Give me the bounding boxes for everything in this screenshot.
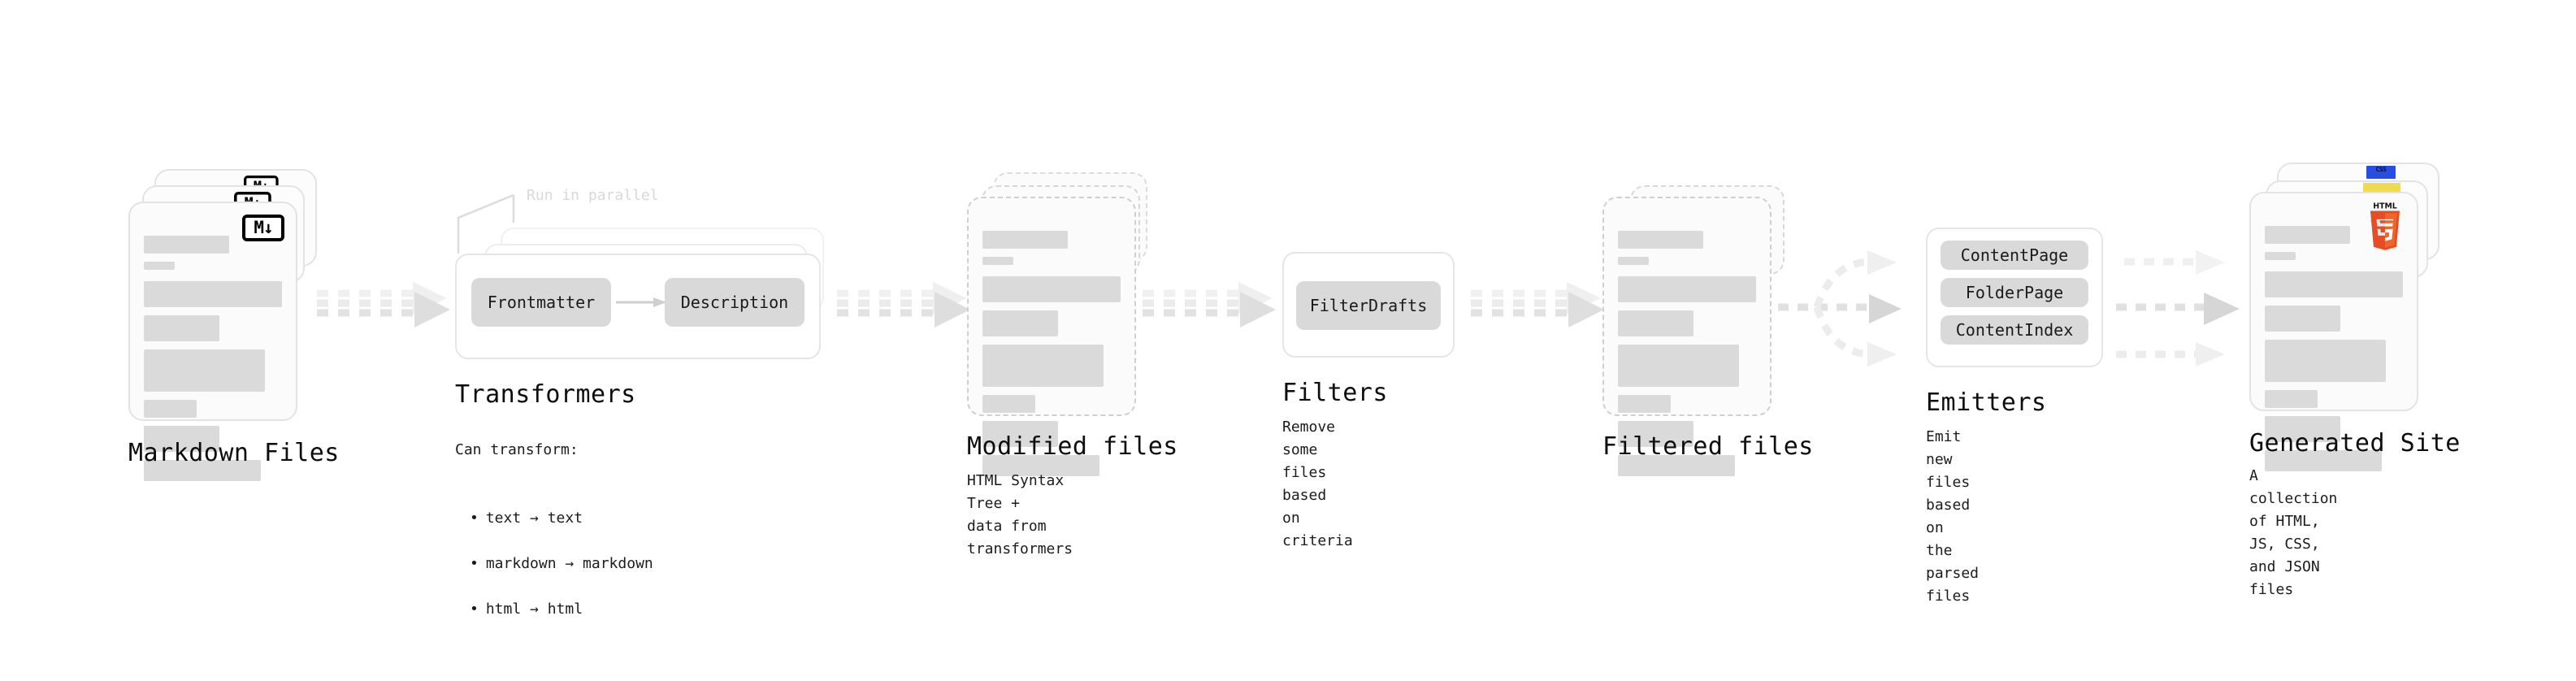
doc-placeholder-lines <box>2265 226 2403 471</box>
doc-line-2 <box>1618 257 1649 265</box>
doc-line-8 <box>2265 450 2383 471</box>
emitters-title: Emitters <box>1926 388 2047 417</box>
arrow-modified-to-filters <box>1143 280 1281 337</box>
markdown-icon: M↓ <box>242 215 284 241</box>
doc-line-7 <box>982 421 1059 447</box>
modified-files-caption: HTML Syntax Tree + data from transformer… <box>967 472 1073 557</box>
filtered-doc-front <box>1602 197 1772 476</box>
pill-filterdrafts[interactable]: FilterDrafts <box>1296 281 1441 330</box>
doc-line-1 <box>2265 226 2351 244</box>
markdown-files-title: Markdown Files <box>128 439 340 467</box>
arrow-filters-to-filtered <box>1471 280 1609 337</box>
doc-line-1 <box>144 236 230 254</box>
doc-line-6 <box>982 395 1035 413</box>
doc-line-5 <box>144 349 266 392</box>
emitters-caption: Emit new files based on the parsed files <box>1926 428 1980 605</box>
doc-line-3 <box>144 281 282 307</box>
html5-icon: HTML <box>2365 202 2405 250</box>
doc-line-6 <box>2265 390 2318 408</box>
arrow-markdown-to-transformers <box>317 280 455 337</box>
doc-line-6 <box>144 400 197 418</box>
doc-line-1 <box>1618 231 1704 249</box>
filters-title: Filters <box>1282 379 1388 407</box>
pill-contentindex[interactable]: ContentIndex <box>1941 315 2088 345</box>
transformer-panel-front: Frontmatter Description <box>455 254 821 359</box>
doc-placeholder-lines <box>1618 231 1756 476</box>
markdown-doc-front: M↓ <box>128 202 297 481</box>
arrow-filtered-to-emitters <box>1778 234 1932 380</box>
filters-caption: Remove some files based on criteria <box>1282 419 1353 549</box>
arrow-transformers-to-modified <box>837 280 975 337</box>
run-in-parallel-bracket <box>457 193 546 255</box>
doc-line-7 <box>1618 421 1694 447</box>
doc-line-3 <box>2265 271 2403 297</box>
transform-rule-text: text → text <box>470 507 653 530</box>
doc-line-5 <box>2265 340 2387 382</box>
transform-rule-markdown: markdown → markdown <box>470 553 653 575</box>
doc-placeholder-lines <box>144 236 282 481</box>
doc-line-5 <box>982 345 1104 387</box>
doc-line-4 <box>144 315 220 341</box>
generated-site-caption: A collection of HTML, JS, CSS, and JSON … <box>2249 467 2338 598</box>
transform-rule-html: html → html <box>470 598 653 621</box>
filters-box: FilterDrafts <box>1282 252 1455 358</box>
doc-line-8 <box>144 460 262 481</box>
transformers-caption-list: text → text markdown → markdown html → h… <box>455 484 653 644</box>
transformers-caption: Can transform: text → text markdown → ma… <box>455 416 653 666</box>
modified-doc-front <box>967 197 1136 476</box>
transformers-title: Transformers <box>455 380 636 409</box>
doc-line-4 <box>982 310 1059 336</box>
run-in-parallel-label: Run in parallel <box>527 187 659 204</box>
doc-line-7 <box>2265 416 2341 442</box>
emitters-box: ContentPage FolderPage ContentIndex <box>1926 228 2103 367</box>
doc-line-6 <box>1618 395 1671 413</box>
doc-line-5 <box>1618 345 1740 387</box>
doc-line-2 <box>2265 252 2296 260</box>
doc-line-4 <box>1618 310 1694 336</box>
transformers-caption-lead: Can transform: <box>455 441 579 458</box>
doc-placeholder-lines <box>982 231 1121 476</box>
doc-line-7 <box>144 426 220 452</box>
css-icon-label: CSS <box>2375 166 2387 173</box>
pill-contentpage[interactable]: ContentPage <box>1941 241 2088 270</box>
modified-files-title: Modified files <box>967 432 1178 461</box>
css-icon: CSS <box>2366 166 2396 179</box>
pill-folderpage[interactable]: FolderPage <box>1941 278 2088 307</box>
doc-line-3 <box>982 276 1121 302</box>
filtered-files-title: Filtered files <box>1602 432 1814 461</box>
generated-site-title: Generated Site <box>2249 429 2461 458</box>
doc-line-1 <box>982 231 1069 249</box>
svg-text:HTML: HTML <box>2373 202 2397 210</box>
doc-line-2 <box>982 257 1013 265</box>
doc-line-8 <box>1618 455 1736 476</box>
pill-description[interactable]: Description <box>665 278 804 327</box>
generated-doc-front: HTML <box>2249 192 2418 471</box>
doc-line-4 <box>2265 306 2341 332</box>
doc-line-8 <box>982 455 1100 476</box>
doc-line-2 <box>144 262 175 270</box>
arrow-emitters-to-generated <box>2116 234 2270 380</box>
doc-line-3 <box>1618 276 1756 302</box>
pill-frontmatter[interactable]: Frontmatter <box>471 278 611 327</box>
